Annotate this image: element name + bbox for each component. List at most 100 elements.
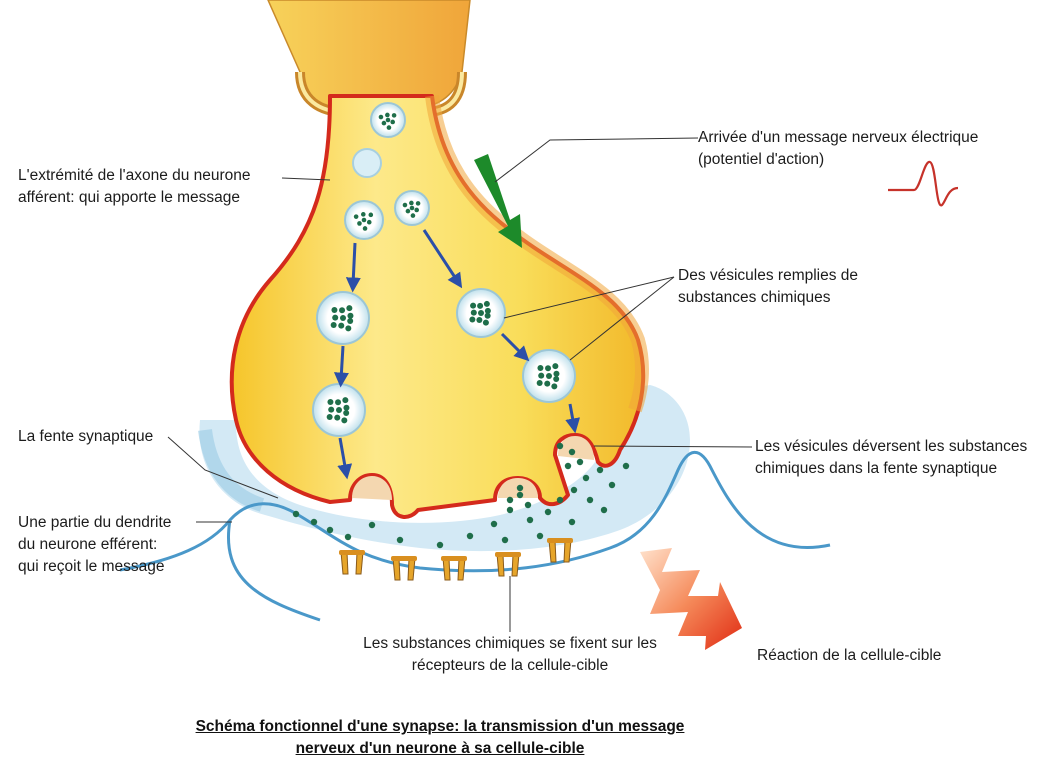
- label-vesicles: Des vésicules remplies de substances chi…: [678, 265, 858, 309]
- leader-lines: [167, 137, 753, 632]
- receptor: [340, 551, 364, 575]
- neurotransmitter-dot: [410, 213, 416, 218]
- neurotransmitter-dot: [310, 518, 318, 526]
- neurotransmitter-dot: [381, 120, 387, 126]
- neurotransmitter-dot: [536, 532, 544, 540]
- receptor: [496, 553, 520, 577]
- neurotransmitter-dot: [344, 533, 352, 541]
- neurotransmitter-dot: [586, 496, 594, 504]
- neurotransmitter-dot: [390, 119, 395, 125]
- action-potential-arrow: [474, 154, 522, 248]
- receptor-cap: [547, 538, 573, 543]
- label-cleft-line1: La fente synaptique: [18, 428, 154, 445]
- neurotransmitter-dot: [334, 414, 341, 421]
- vesicle-contents: [326, 112, 560, 424]
- neurotransmitter-dot: [347, 312, 354, 319]
- neurotransmitter-dot: [470, 302, 477, 309]
- label-vesicles-line2: substances chimiques: [678, 289, 831, 306]
- neurotransmitter-dot: [330, 322, 337, 329]
- neurotransmitter-dot: [338, 322, 345, 329]
- neurotransmitter-dot: [553, 370, 560, 377]
- neurotransmitter-dot: [332, 314, 339, 321]
- label-release-line2: chimiques dans la fente synaptique: [755, 460, 998, 477]
- neurotransmitter-dot: [506, 496, 514, 504]
- neurotransmitter-dot: [386, 125, 392, 130]
- label-axon-terminal-line1: L'extrémité de l'axone du neurone: [18, 167, 251, 184]
- label-axon-terminal: L'extrémité de l'axone du neurone affére…: [18, 165, 251, 209]
- neurotransmitter-dot: [327, 399, 334, 406]
- neurotransmitter-dot: [524, 501, 532, 509]
- neurotransmitter-dot: [516, 491, 524, 499]
- label-dendrite-line2: du neurone efférent:: [18, 536, 158, 553]
- neurotransmitter-dot: [391, 113, 397, 118]
- neurotransmitter-dot: [341, 417, 348, 424]
- neurotransmitter-dot: [326, 526, 334, 534]
- action-potential-trace-icon: [888, 160, 959, 207]
- label-release-line1: Les vésicules déversent les substances: [755, 438, 1028, 455]
- neurotransmitter-dot: [368, 212, 374, 218]
- neurotransmitter-dot: [551, 383, 558, 390]
- neurotransmitter-dot: [328, 406, 335, 413]
- neurotransmitter-dot: [360, 212, 366, 217]
- neurotransmitter-dot: [340, 315, 346, 321]
- neurotransmitter-dot: [536, 380, 543, 387]
- neurotransmitter-dot: [552, 363, 559, 370]
- docked-vesicle-1: [352, 476, 392, 500]
- receptor: [392, 557, 416, 581]
- label-release: Les vésicules déversent les substances c…: [755, 436, 1027, 480]
- neurotransmitter-dot: [345, 325, 352, 332]
- neurotransmitter-dot: [516, 484, 524, 492]
- neurotransmitter-dot: [538, 372, 545, 379]
- neurotransmitter-dot: [570, 486, 578, 494]
- neurotransmitter-dot: [378, 114, 384, 120]
- neurotransmitter-dot: [405, 208, 411, 214]
- neurotransmitter-dot: [335, 399, 342, 406]
- label-reaction-line1: Réaction de la cellule-cible: [757, 647, 942, 664]
- neurotransmitter-dot: [343, 404, 350, 411]
- neurotransmitter-dot: [368, 521, 376, 529]
- neurotransmitter-dot: [476, 317, 483, 324]
- figure-caption: Schéma fonctionnel d'une synapse: la tra…: [160, 716, 720, 760]
- neurotransmitter-dot: [469, 316, 476, 323]
- label-dendrite-line1: Une partie du dendrite: [18, 514, 172, 531]
- label-receptors-line1: Les substances chimiques se fixent sur l…: [363, 635, 657, 652]
- empty-vesicle: [352, 148, 382, 178]
- reaction-arrow: [640, 548, 742, 650]
- receptor-cap: [339, 550, 365, 555]
- caption-line2: nerveux d'un neurone à sa cellule-cible: [295, 740, 585, 757]
- neurotransmitter-dot: [414, 207, 419, 213]
- neurotransmitter-dot: [576, 458, 584, 466]
- dendrite-membrane: [119, 450, 831, 573]
- neurotransmitter-dot: [553, 376, 560, 383]
- neurotransmitter-dot: [483, 300, 490, 307]
- neurotransmitter-dot: [347, 318, 354, 325]
- neurotransmitter-dot: [484, 312, 491, 319]
- label-receptors-line2: récepteurs de la cellule-cible: [411, 657, 609, 674]
- label-arrival-line2: (potentiel d'action): [698, 151, 825, 168]
- neurotransmitter-dot: [506, 506, 514, 514]
- neurotransmitter-dot: [353, 214, 359, 219]
- neurotransmitter-dot: [362, 226, 368, 231]
- neurotransmitter-dot: [537, 365, 544, 372]
- neurotransmitter-dot: [346, 305, 353, 312]
- neurotransmitter-dot: [582, 474, 590, 482]
- neurotransmitter-dot: [546, 373, 552, 379]
- neurotransmitter-dot: [568, 448, 576, 456]
- neurotransmitter-dot: [336, 407, 342, 413]
- label-axon-terminal-line2: afférent: qui apporte le message: [18, 189, 241, 206]
- caption-line1: Schéma fonctionnel d'une synapse: la tra…: [195, 718, 685, 735]
- neurotransmitter-dot: [402, 202, 408, 208]
- synaptic-cleft-region: [198, 385, 690, 552]
- label-reaction: Réaction de la cellule-cible: [757, 645, 941, 667]
- neurotransmitter-dot: [331, 307, 338, 314]
- receptors: [339, 538, 573, 581]
- neurotransmitter-dot: [501, 536, 509, 544]
- neurotransmitter-dot: [622, 462, 630, 470]
- neurotransmitter-dot: [415, 201, 421, 206]
- neurotransmitter-dot: [596, 466, 604, 474]
- neurotransmitter-dot: [343, 410, 350, 417]
- docked-vesicle-3: [558, 436, 594, 460]
- neurotransmitter-molecules: [292, 442, 630, 549]
- neurotransmitter-dot: [396, 536, 404, 544]
- neurotransmitter-dot: [292, 510, 300, 518]
